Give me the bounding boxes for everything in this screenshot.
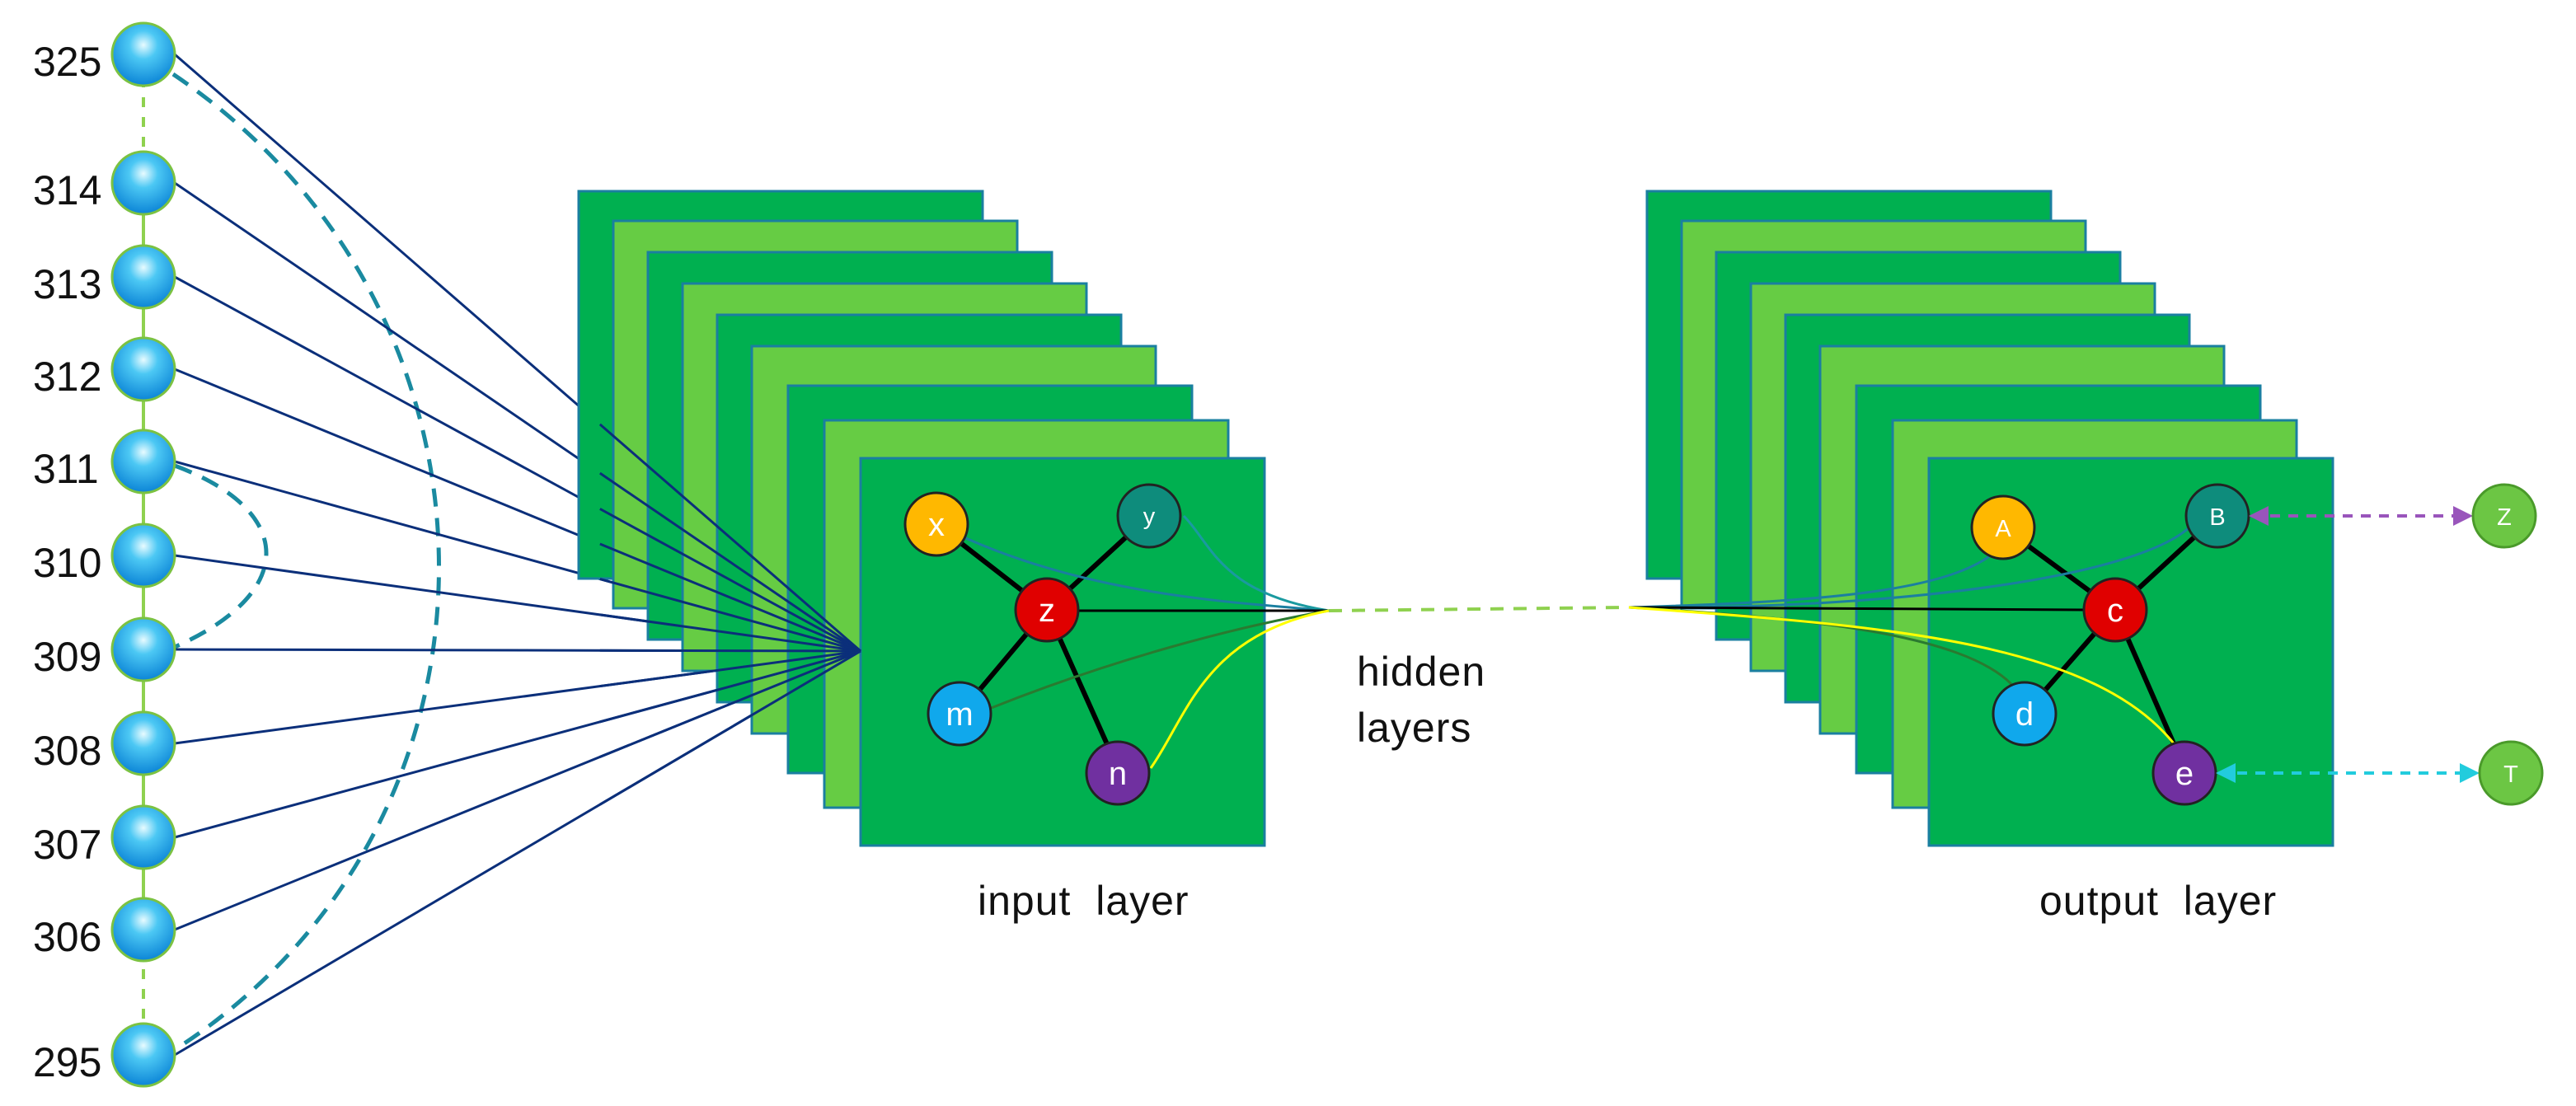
connection-line-front: [599, 649, 861, 806]
node-z: z: [1014, 577, 1080, 643]
connection-line-front: [599, 542, 861, 653]
level-item-308: 308: [33, 710, 176, 776]
connection-line-front: [599, 613, 861, 653]
connection-line-front: [599, 649, 861, 758]
connection-line-front: [599, 578, 861, 653]
level-item-295: 295: [33, 1022, 176, 1088]
hidden-layers-label-line2: layers: [1357, 705, 1471, 751]
node-B: B: [2184, 483, 2250, 549]
level-item-313: 313: [33, 244, 176, 310]
level-label: 295: [33, 1039, 101, 1085]
node-A-label: A: [1995, 516, 2011, 542]
level-item-306: 306: [33, 897, 176, 963]
node-y-label: y: [1143, 504, 1156, 530]
level-item-325: 325: [33, 21, 176, 87]
node-e-label: e: [2175, 756, 2194, 792]
connection-line-front: [598, 423, 861, 653]
target-T-label: T: [2503, 762, 2518, 788]
level-label: 309: [33, 634, 101, 680]
level-label: 313: [33, 261, 101, 307]
level-item-312: 312: [33, 336, 176, 402]
level-node: [110, 897, 176, 963]
hidden-layer-link: [1328, 606, 1630, 612]
level-item-314: 314: [33, 150, 176, 216]
connection-line-front: [599, 508, 861, 653]
level-item-307: 307: [33, 804, 176, 870]
output-layer-caption: output layer: [2039, 878, 2277, 924]
level-label: 312: [33, 354, 101, 400]
level-node: [110, 523, 176, 588]
outer-dashed-arc: [171, 72, 441, 1053]
level-list: 325 314 313 312 311 310 309 308: [33, 21, 176, 1088]
arrow-right-icon: [2453, 506, 2473, 526]
input-layer-caption: input layer: [978, 878, 1189, 924]
level-label: 308: [33, 728, 101, 774]
node-B-label: B: [2209, 504, 2225, 531]
level-node: [110, 429, 176, 494]
target-Z-label: Z: [2497, 504, 2512, 531]
level-node: [110, 804, 176, 870]
connection-line-front: [598, 471, 861, 653]
level-node: [110, 244, 176, 310]
node-n: n: [1085, 740, 1151, 806]
level-label: 310: [33, 540, 101, 586]
connection-line-front: [599, 649, 861, 724]
node-z-label: z: [1039, 593, 1055, 629]
node-c: c: [2082, 577, 2148, 643]
node-e: e: [2151, 740, 2217, 806]
arrow-left-icon: [2249, 506, 2269, 526]
node-m: m: [927, 681, 992, 747]
node-d-label: d: [2015, 696, 2034, 733]
output-graph: A B c d e: [1970, 483, 2250, 806]
level-item-310: 310: [33, 523, 176, 588]
output-layer-stack: [1645, 190, 2334, 847]
arrow-right-icon: [2460, 763, 2480, 783]
target-T: T: [2478, 740, 2544, 806]
level-label: 311: [33, 446, 99, 492]
target-nodes: Z T: [2471, 483, 2544, 806]
level-node: [110, 336, 176, 402]
input-graph: x y z m n: [903, 483, 1182, 806]
level-label: 314: [33, 167, 101, 213]
node-m-label: m: [945, 696, 973, 733]
inner-dashed-arc: [173, 463, 269, 649]
level-connections-front: [598, 423, 861, 806]
node-y: y: [1116, 483, 1182, 549]
level-label: 306: [33, 914, 101, 960]
level-item-309: 309: [33, 616, 176, 682]
hidden-layers-label-line1: hidden: [1357, 649, 1485, 695]
connection-line-front: [599, 649, 861, 653]
node-c-label: c: [2107, 593, 2123, 629]
node-A: A: [1970, 494, 2036, 560]
level-node: [110, 710, 176, 776]
node-d: d: [1992, 681, 2058, 747]
level-node: [110, 1022, 176, 1088]
node-n-label: n: [1109, 756, 1127, 792]
target-Z: Z: [2471, 483, 2537, 549]
dashed-arcs: [171, 72, 441, 1053]
node-x: x: [903, 491, 969, 557]
node-x-label: x: [928, 507, 945, 543]
connection-line-front: [599, 649, 861, 688]
level-node: [110, 21, 176, 87]
target-links: [2216, 506, 2480, 783]
level-node: [110, 616, 176, 682]
level-label: 307: [33, 822, 101, 868]
level-item-311: 311: [33, 429, 176, 494]
level-label: 325: [33, 39, 101, 85]
arrow-left-icon: [2216, 763, 2236, 783]
level-node: [110, 150, 176, 216]
